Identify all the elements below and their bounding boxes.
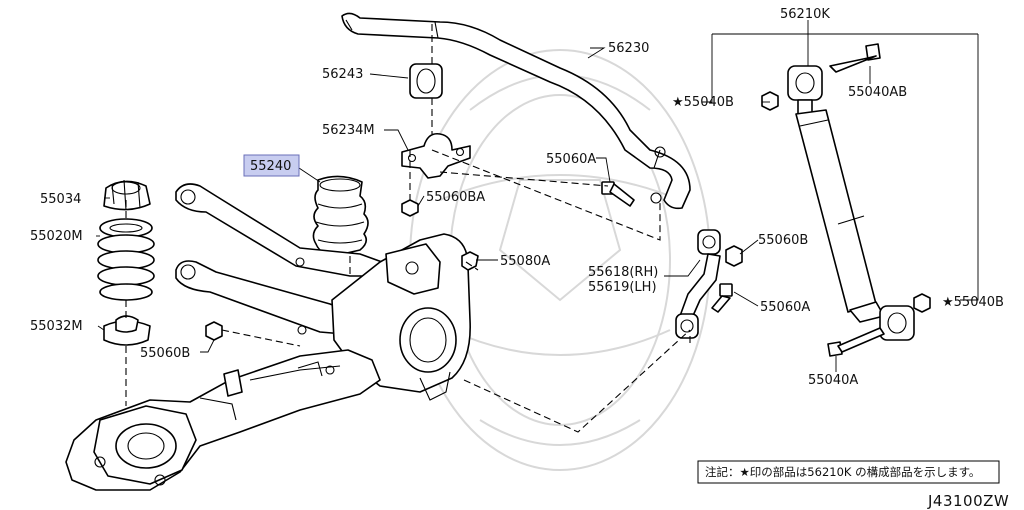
lower-shock-nut <box>913 293 931 313</box>
label-56243: 56243 <box>322 67 363 82</box>
note-box: 注記：★印の部品は56210K の構成部品を示します。 <box>697 460 1000 484</box>
bushing-clamp <box>401 132 471 179</box>
label-55080a: 55080A <box>500 254 550 269</box>
rear-suspension-member <box>65 349 381 491</box>
lower-shock-bolt <box>827 327 885 357</box>
star-marker: ★ <box>942 295 954 310</box>
part-labels: 56210K 56230 56243 ★55040B 55040AB 56234… <box>30 7 1004 388</box>
label-56234m: 56234M <box>322 123 375 138</box>
nut-55060b-right <box>725 245 743 267</box>
nut-55060b-left <box>205 321 223 341</box>
label-55040b-lower: ★55040B <box>942 295 1004 310</box>
label-55618-rh: 55618(RH) <box>588 265 658 280</box>
label-55040a: 55040A <box>808 373 858 388</box>
note-text: 注記：★印の部品は56210K の構成部品を示します。 <box>705 465 980 479</box>
spring-lower-seat <box>103 315 151 346</box>
bolt-55080a <box>461 251 479 271</box>
label-56210k: 56210K <box>780 7 830 22</box>
label-55040ab: 55040AB <box>848 85 907 100</box>
label-56230: 56230 <box>608 41 649 56</box>
label-55060a-lower: 55060A <box>760 300 810 315</box>
upper-shock-nut <box>761 91 779 111</box>
bolt-55060a-upper <box>601 181 635 207</box>
label-55040b-upper: ★55040B <box>672 95 734 110</box>
coil-spring <box>97 218 155 301</box>
stabilizer-bar <box>341 12 691 210</box>
label-55240: 55240 <box>250 159 291 174</box>
diagram-code: J43100ZW <box>927 492 1009 510</box>
label-55619-lh: 55619(LH) <box>588 280 657 295</box>
leader-lines <box>96 20 979 372</box>
stabilizer-bushing <box>409 63 443 99</box>
shock-absorber <box>787 65 915 341</box>
label-55060ba: 55060BA <box>426 190 485 205</box>
bump-stop <box>312 175 369 257</box>
label-55034: 55034 <box>40 192 81 207</box>
spring-upper-seat <box>103 179 151 211</box>
star-marker: ★ <box>672 95 684 110</box>
stabilizer-connecting-rod <box>675 229 721 339</box>
label-55032m: 55032M <box>30 319 83 334</box>
upper-shock-bolt <box>829 43 881 73</box>
nut-55060ba <box>401 199 419 217</box>
axle-knuckle <box>331 233 471 401</box>
bolt-55060a-lower <box>711 283 733 313</box>
label-55060a-upper: 55060A <box>546 152 596 167</box>
assembly-lines <box>125 24 691 433</box>
highlight-box <box>243 154 300 177</box>
label-55060b-left: 55060B <box>140 346 190 361</box>
label-55020m: 55020M <box>30 229 83 244</box>
label-55060b-right: 55060B <box>758 233 808 248</box>
